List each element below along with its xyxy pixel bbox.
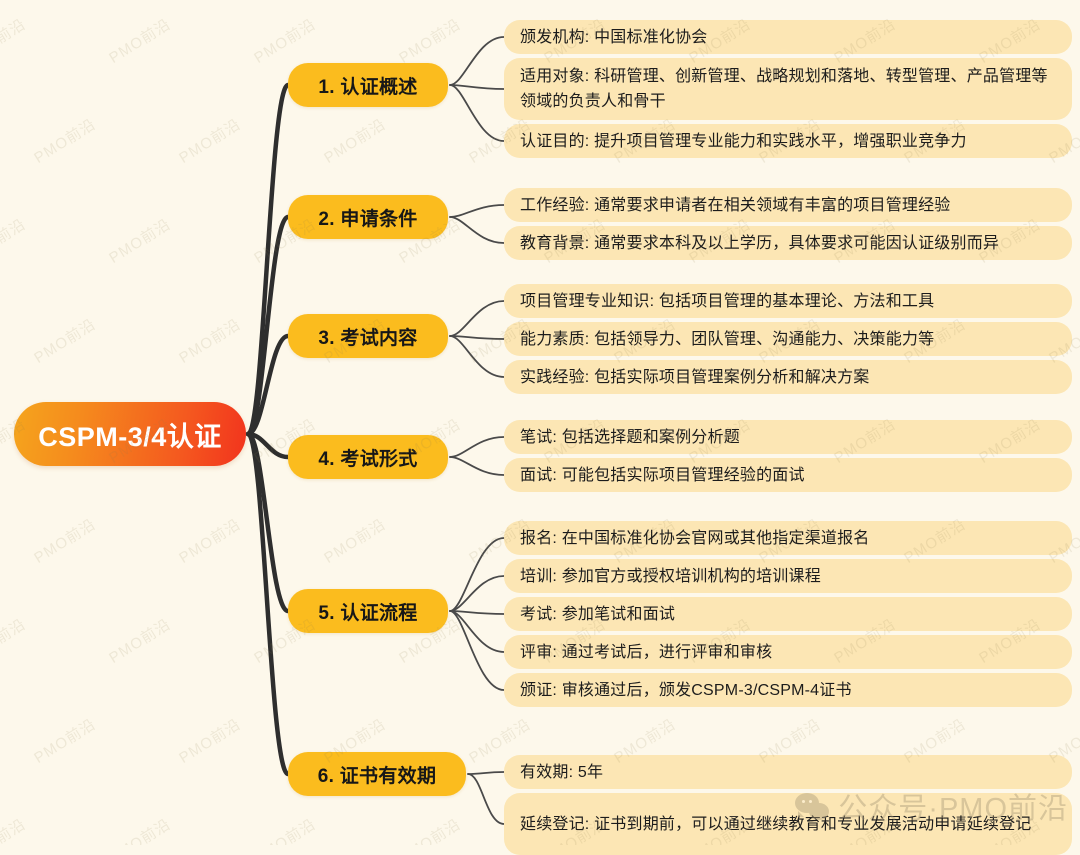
leaf-node-4-1[interactable]: 笔试: 包括选择题和案例分析题 [504, 420, 1072, 454]
leaf-node-label: 报名: 在中国标准化协会官网或其他指定渠道报名 [520, 529, 870, 547]
leaf-node-1-1[interactable]: 颁发机构: 中国标准化协会 [504, 20, 1072, 54]
leaf-node-label: 实践经验: 包括实际项目管理案例分析和解决方案 [520, 368, 870, 386]
leaf-node-label: 能力素质: 包括领导力、团队管理、沟通能力、决策能力等 [520, 330, 935, 348]
branch-node-4[interactable]: 4. 考试形式 [288, 435, 448, 479]
leaf-node-5-5[interactable]: 颁证: 审核通过后，颁发CSPM-3/CSPM-4证书 [504, 673, 1072, 707]
leaf-node-3-3[interactable]: 实践经验: 包括实际项目管理案例分析和解决方案 [504, 360, 1072, 394]
branch-node-2[interactable]: 2. 申请条件 [288, 195, 448, 239]
leaf-node-label: 项目管理专业知识: 包括项目管理的基本理论、方法和工具 [520, 292, 935, 310]
leaf-node-5-2[interactable]: 培训: 参加官方或授权培训机构的培训课程 [504, 559, 1072, 593]
leaf-node-2-1[interactable]: 工作经验: 通常要求申请者在相关领域有丰富的项目管理经验 [504, 188, 1072, 222]
leaf-node-label: 评审: 通过考试后，进行评审和审核 [520, 643, 773, 661]
root-node-label: CSPM-3/4认证 [38, 421, 222, 452]
leaf-node-5-1[interactable]: 报名: 在中国标准化协会官网或其他指定渠道报名 [504, 521, 1072, 555]
root-node[interactable]: CSPM-3/4认证 [14, 402, 246, 466]
branch-node-label: 6. 证书有效期 [317, 765, 437, 787]
leaf-node-label: 工作经验: 通常要求申请者在相关领域有丰富的项目管理经验 [520, 196, 951, 214]
branch-node-label: 4. 考试形式 [318, 448, 418, 470]
branch-node-3[interactable]: 3. 考试内容 [288, 314, 448, 358]
leaf-node-label: 考试: 参加笔试和面试 [520, 605, 676, 623]
leaf-node-1-3[interactable]: 认证目的: 提升项目管理专业能力和实践水平，增强职业竞争力 [504, 124, 1072, 158]
leaf-node-label: 教育背景: 通常要求本科及以上学历，具体要求可能因认证级别而异 [520, 234, 1000, 252]
branch-node-label: 5. 认证流程 [318, 602, 418, 624]
leaf-node-4-2[interactable]: 面试: 可能包括实际项目管理经验的面试 [504, 458, 1072, 492]
branch-node-5[interactable]: 5. 认证流程 [288, 589, 448, 633]
leaf-node-2-2[interactable]: 教育背景: 通常要求本科及以上学历，具体要求可能因认证级别而异 [504, 226, 1072, 260]
branch-node-label: 1. 认证概述 [318, 76, 418, 98]
leaf-node-3-2[interactable]: 能力素质: 包括领导力、团队管理、沟通能力、决策能力等 [504, 322, 1072, 356]
leaf-node-5-4[interactable]: 评审: 通过考试后，进行评审和审核 [504, 635, 1072, 669]
leaf-node-label: 延续登记: 证书到期前，可以通过继续教育和专业发展活动申请延续登记 [520, 815, 1032, 833]
branch-node-label: 2. 申请条件 [318, 208, 418, 230]
branch-node-1[interactable]: 1. 认证概述 [288, 63, 448, 107]
leaf-node-label: 有效期: 5年 [520, 763, 604, 781]
leaf-node-3-1[interactable]: 项目管理专业知识: 包括项目管理的基本理论、方法和工具 [504, 284, 1072, 318]
leaf-node-6-2[interactable]: 延续登记: 证书到期前，可以通过继续教育和专业发展活动申请延续登记 [504, 793, 1072, 855]
branch-node-6[interactable]: 6. 证书有效期 [288, 752, 466, 796]
leaf-node-5-3[interactable]: 考试: 参加笔试和面试 [504, 597, 1072, 631]
leaf-node-label: 颁证: 审核通过后，颁发CSPM-3/CSPM-4证书 [520, 681, 852, 699]
leaf-node-label: 认证目的: 提升项目管理专业能力和实践水平，增强职业竞争力 [520, 132, 967, 150]
leaf-node-6-1[interactable]: 有效期: 5年 [504, 755, 1072, 789]
leaf-node-label: 颁发机构: 中国标准化协会 [520, 28, 708, 46]
leaf-node-label: 面试: 可能包括实际项目管理经验的面试 [520, 466, 805, 484]
leaf-node-label: 适用对象: 科研管理、创新管理、战略规划和落地、转型管理、产品管理等领域的负责人… [520, 68, 1048, 110]
leaf-node-label: 笔试: 包括选择题和案例分析题 [520, 428, 740, 446]
leaf-node-label: 培训: 参加官方或授权培训机构的培训课程 [520, 567, 821, 585]
branch-node-label: 3. 考试内容 [318, 327, 418, 349]
leaf-node-1-2[interactable]: 适用对象: 科研管理、创新管理、战略规划和落地、转型管理、产品管理等领域的负责人… [504, 58, 1072, 120]
